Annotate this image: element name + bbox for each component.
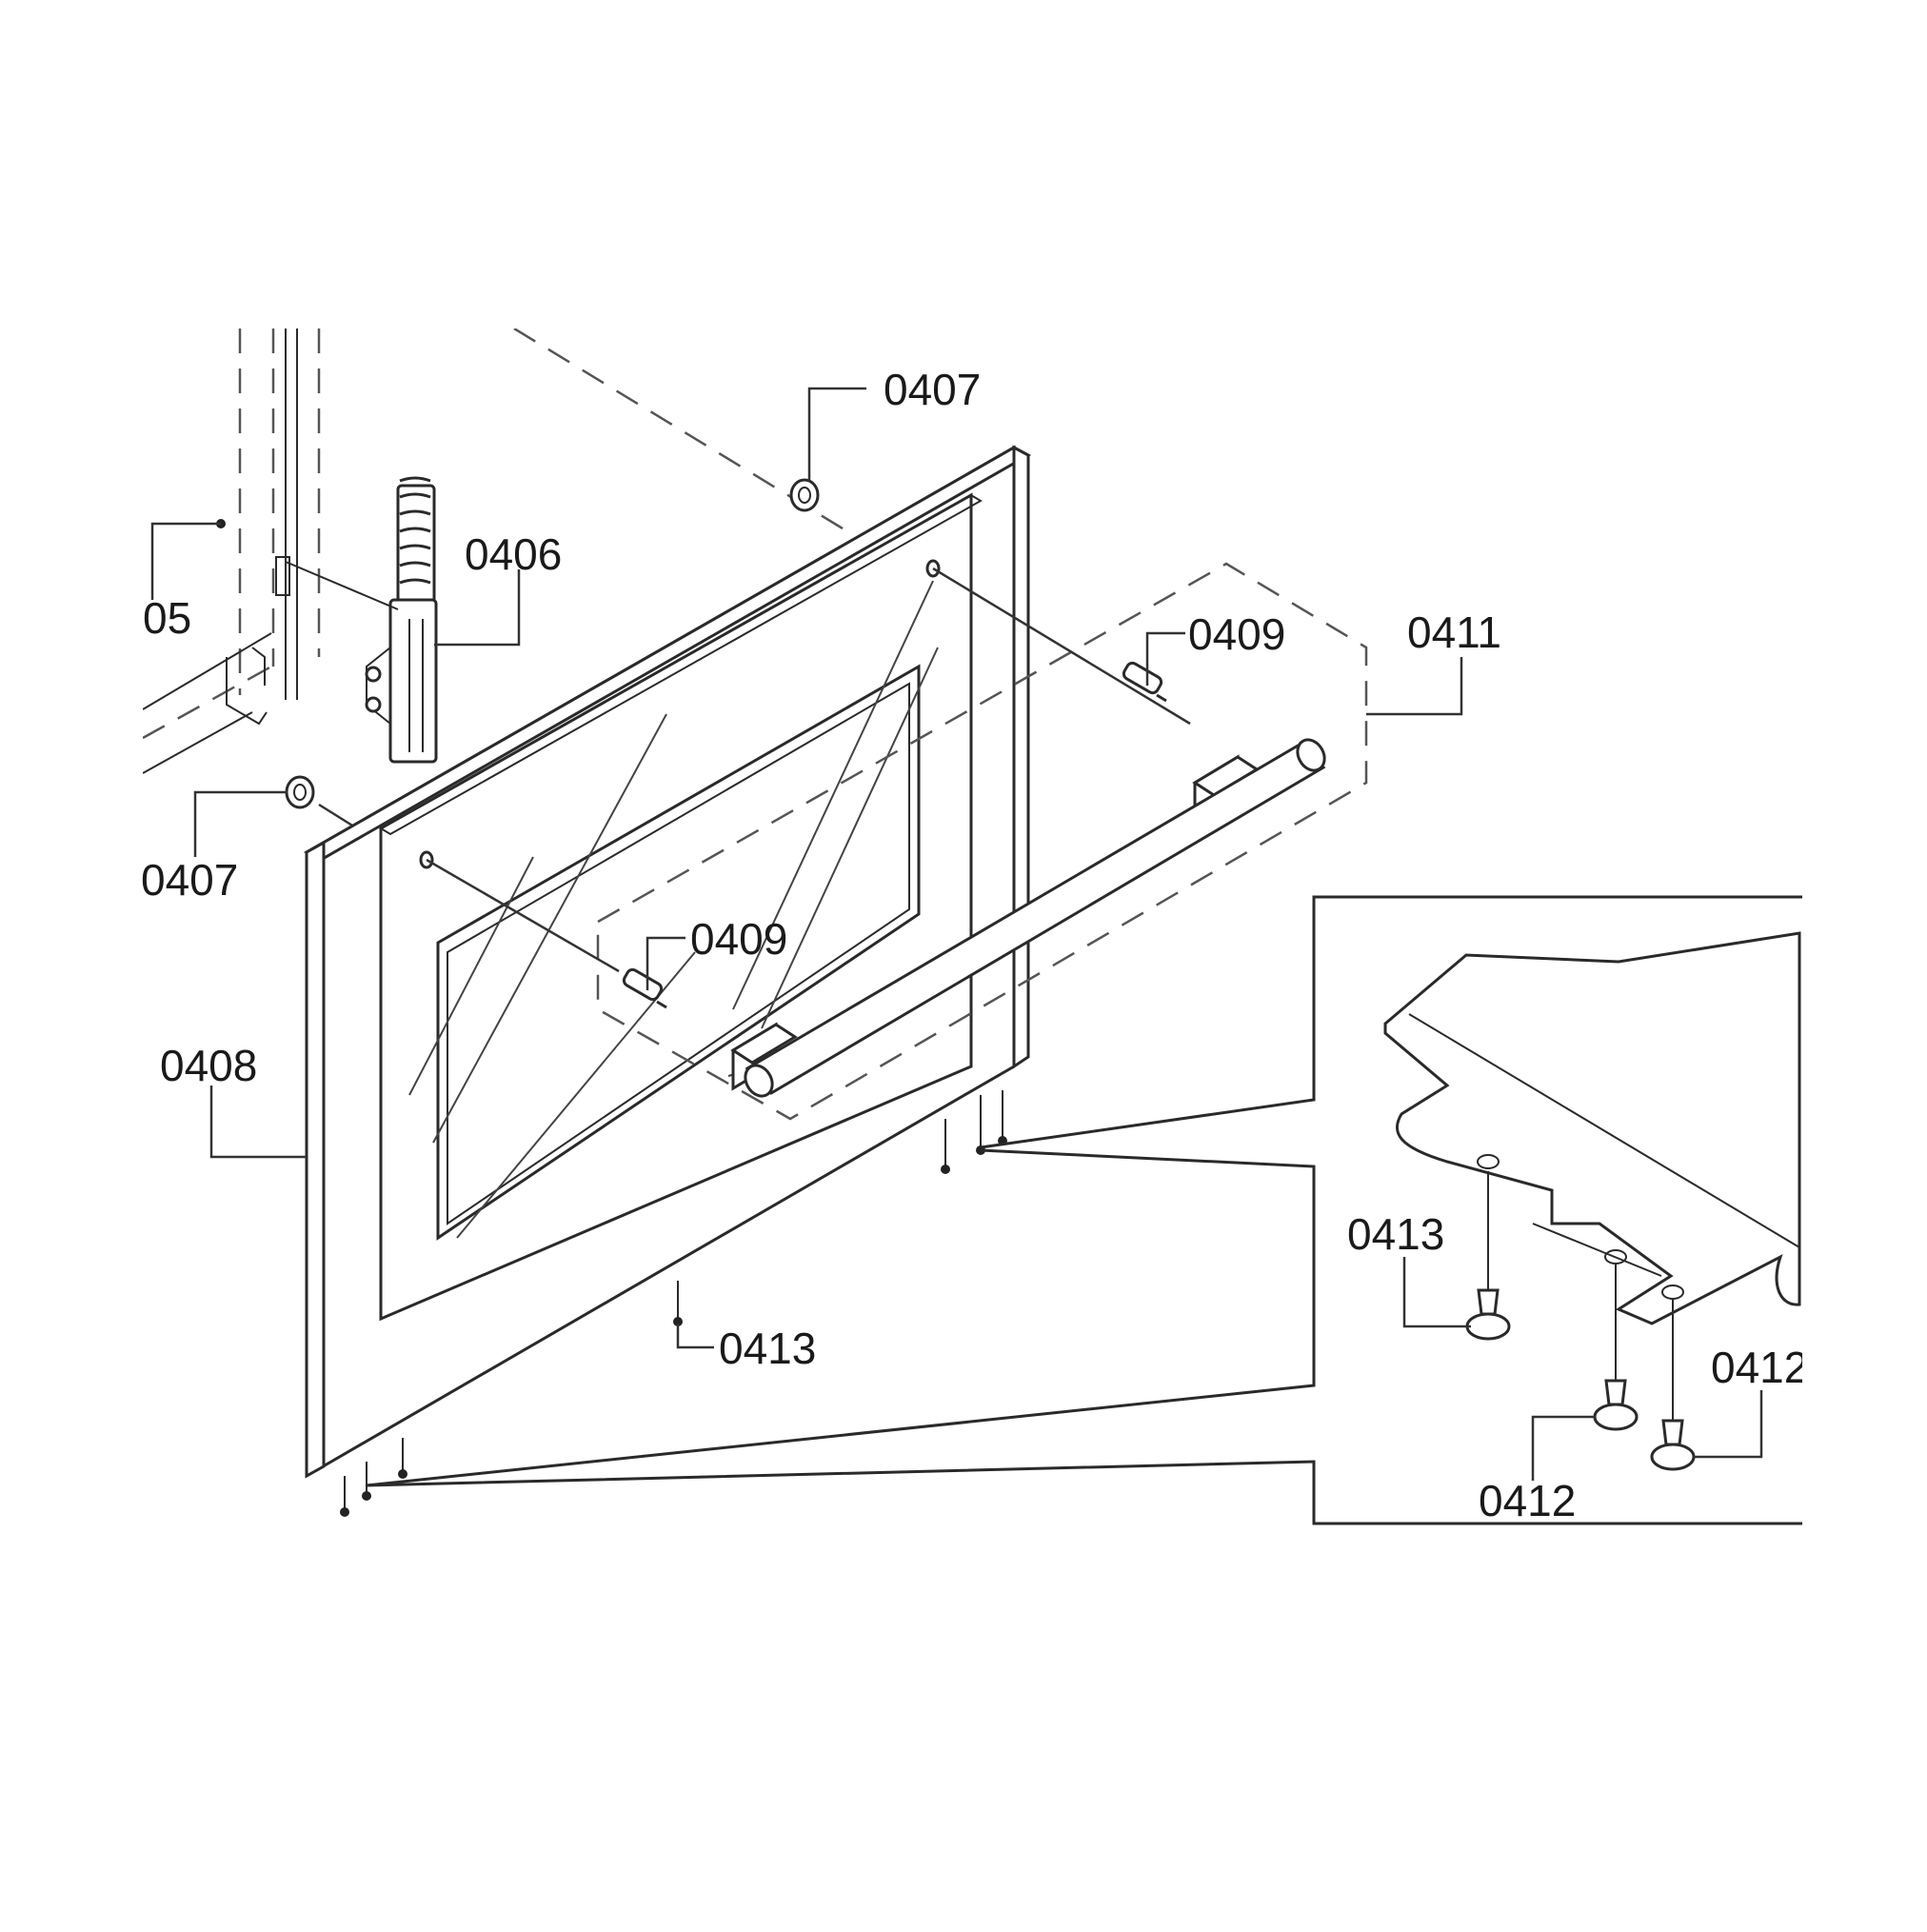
label-part-0409-upper: 0409 [1188, 609, 1285, 659]
label-part-0405: 05 [143, 593, 191, 643]
handle-axis-right [932, 567, 1191, 726]
label-part-0406: 0406 [465, 529, 562, 579]
label-part-0413-main: 0413 [719, 1324, 816, 1373]
label-part-0407-left: 0407 [141, 855, 238, 905]
door-hinge [285, 476, 438, 764]
leader-0412-right [1694, 1390, 1763, 1459]
detail-screw-0412-b [1650, 1419, 1696, 1471]
handle-assembly-outline [596, 562, 1368, 1121]
handle-axis-left [426, 858, 620, 973]
bushing-left [285, 775, 315, 809]
leader-0409-lower [646, 936, 685, 990]
leader-0407-left [193, 790, 288, 857]
label-part-0408: 0408 [160, 1041, 257, 1090]
label-part-0407-top: 0407 [884, 365, 981, 414]
leader-0409-upper [1145, 631, 1185, 686]
oven-cabinet-side [142, 329, 321, 774]
leader-0405 [150, 522, 221, 600]
label-part-0411: 0411 [1407, 607, 1501, 657]
label-part-0413-detail: 0413 [1347, 1209, 1444, 1259]
leader-0412-bottom [1531, 1415, 1595, 1481]
detail-callout [366, 895, 1802, 1525]
label-part-0409-lower: 0409 [690, 914, 787, 964]
detail-screw-0413 [1465, 1288, 1511, 1341]
leader-0411 [1366, 657, 1463, 716]
oven-door-panel [303, 445, 1032, 1479]
bushing-axis-line-left [318, 803, 358, 830]
leader-0413-detail [1402, 1257, 1471, 1328]
label-part-0412-bottom: 0412 [1479, 1476, 1576, 1525]
leader-0407-top [807, 387, 866, 481]
door-handle-bar [730, 738, 1326, 1098]
label-part-0412-right: 0412 [1711, 1343, 1808, 1392]
leader-0408 [209, 1086, 307, 1159]
leader-0413-main [676, 1324, 714, 1349]
detail-screw-0412-a [1593, 1379, 1639, 1431]
leader-0406 [434, 569, 521, 647]
bushing-top [789, 478, 820, 512]
hinge-axis-line-top [513, 327, 844, 530]
crop-top [0, 0, 1927, 329]
